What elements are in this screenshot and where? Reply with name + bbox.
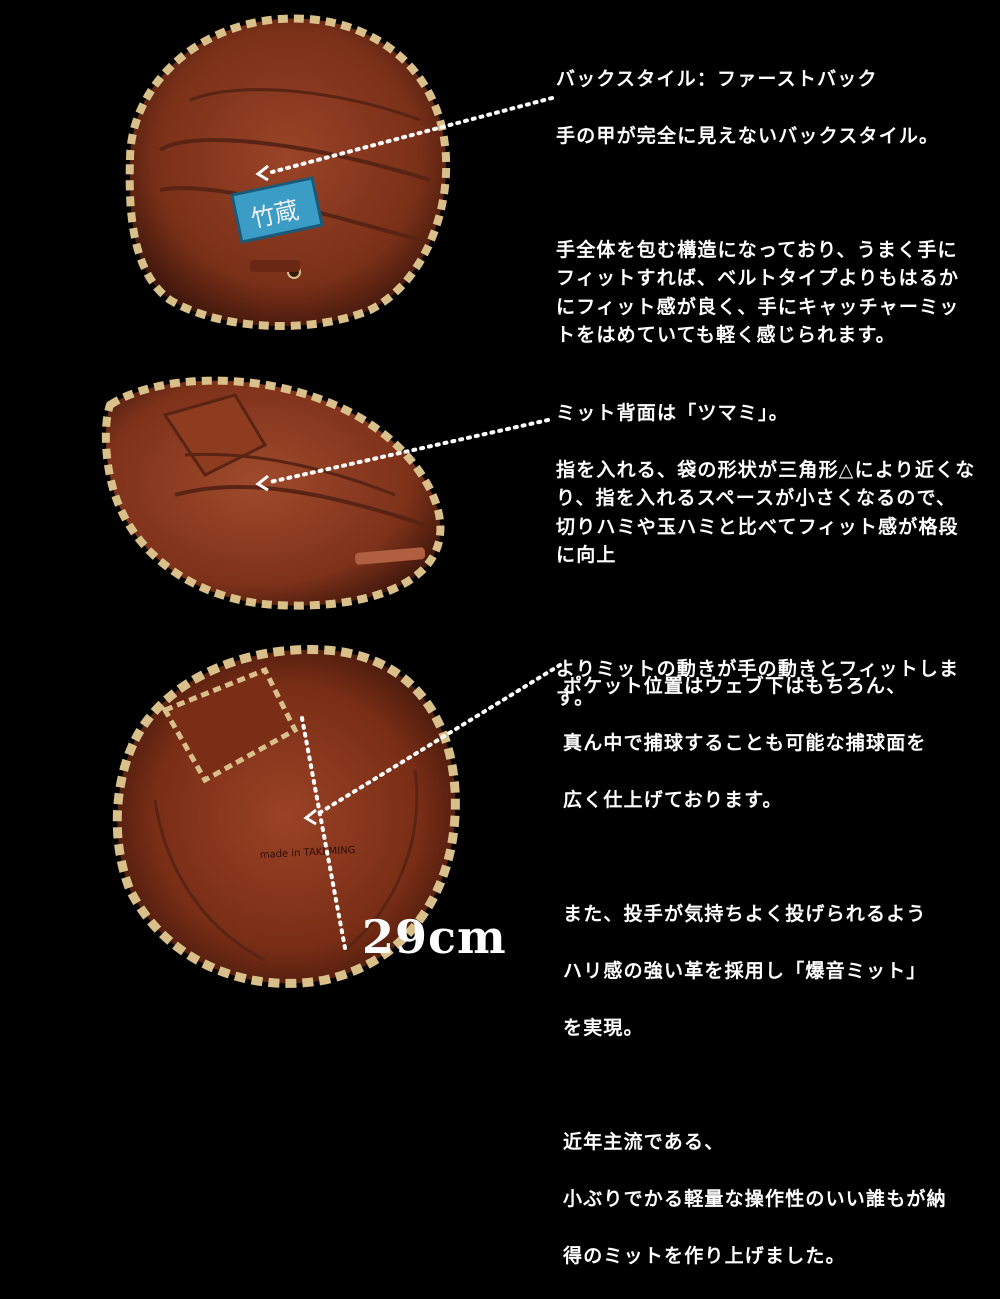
mitt1-brand-patch [230, 176, 324, 244]
back-style-description: バックスタイル：ファーストバック 手の甲が完全に見えないバックスタイル。 手全体… [556, 36, 976, 378]
block2-paragraph1: 指を入れる、袋の形状が三角形△により近くなり、指を入れるスペースが小さくなるので… [556, 458, 976, 567]
tsumami-description: ミット背面は「ツマミ」。 指を入れる、袋の形状が三角形△により近くなり、指を入れ… [556, 370, 976, 741]
mitt-side-photo [101, 376, 445, 610]
block1-heading: バックスタイル：ファーストバック [556, 67, 878, 90]
block1-paragraph: 手全体を包む構造になっており、うまく手にフィットすれば、ベルトタイプよりもはるか… [556, 238, 960, 347]
mitt-back-photo: 竹蔵 [125, 14, 451, 330]
pocket-description: ポケット位置はウェブ下はもちろん、 真ん中で捕球することも可能な捕球面を 広く仕… [563, 643, 983, 1299]
block2-paragraph2: よりミットの動きが手の動きとフィットします。 [556, 658, 960, 709]
block3-p3-line2: 小ぶりでかる軽量な操作性のいい誰もが納 [563, 1187, 947, 1210]
block3-p3-line1: 近年主流である、 [563, 1130, 725, 1153]
block1-line2: 手の甲が完全に見えないバックスタイル。 [556, 124, 940, 147]
block2-heading: ミット背面は「ツマミ」。 [556, 401, 789, 424]
block3-p3-line3: 得のミットを作り上げました。 [563, 1244, 846, 1267]
block3-p2-line2: ハリ感の強い革を採用し「爆音ミット」 [563, 959, 927, 982]
block3-p1-line2: 真ん中で捕球することも可能な捕球面を [563, 731, 927, 754]
block3-p2-line3: を実現。 [563, 1016, 644, 1039]
block3-p2-line1: また、投手が気持ちよく投げられるよう [563, 902, 927, 925]
block3-p1-line1: ポケット位置はウェブ下はもちろん、 [563, 674, 907, 697]
size-label: 29cm [362, 910, 507, 964]
mitt3-web [161, 666, 299, 784]
block3-p1-line3: 広く仕上げております。 [563, 788, 783, 811]
